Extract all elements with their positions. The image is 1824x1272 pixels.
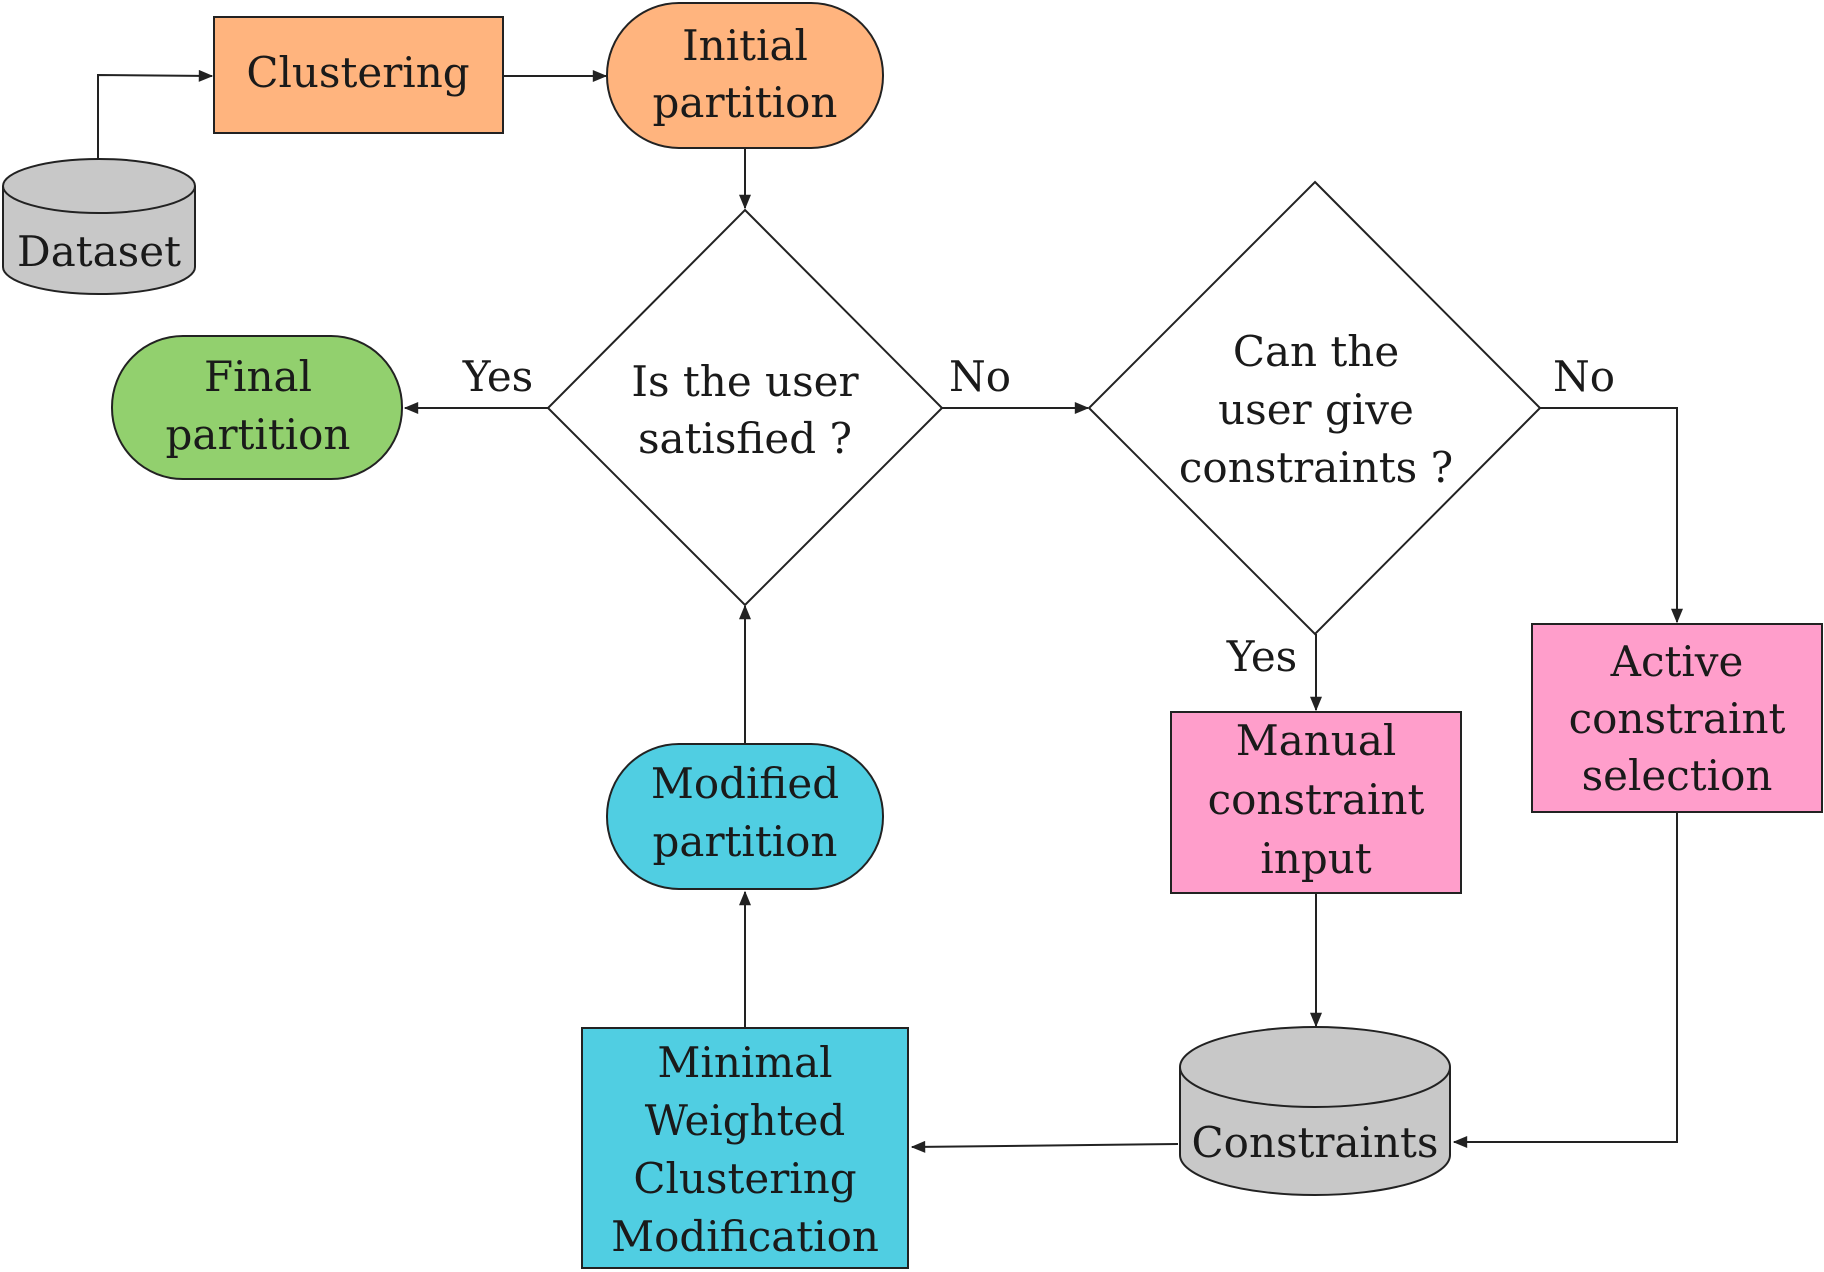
dataset-cylinder-top (2, 158, 196, 214)
mwcm-node: Minimal Weighted Clustering Modification (581, 1027, 909, 1269)
user-satisfied-node: Is the user satisfied ? (546, 208, 944, 607)
mwcm-label-line-3: Clustering (633, 1154, 856, 1203)
manual-input-label-line-3: input (1260, 834, 1371, 883)
mwcm-label-line-1: Minimal (657, 1038, 832, 1087)
mwcm-label-line-2: Weighted (645, 1096, 846, 1145)
modified-partition-label-line-1: Modified (651, 759, 839, 808)
constraints-node: Constraints (1179, 1026, 1451, 1196)
give-constraints-node: Can the user give constraints ? (1087, 180, 1542, 636)
final-partition-shape (111, 335, 403, 480)
edge-labels: Yes No No Yes (462, 352, 1615, 681)
final-partition-label-line-2: partition (166, 410, 351, 459)
manual-input-node: Manual constraint input (1170, 711, 1462, 894)
connectors (97, 69, 1683, 1153)
edge-label-constraints-yes: Yes (1226, 632, 1298, 681)
dataset-node: Dataset (2, 158, 196, 295)
manual-input-box (1170, 711, 1462, 894)
mwcm-label-line-4: Modification (611, 1212, 879, 1261)
clustering-label: Clustering (246, 48, 469, 97)
user-satisfied-label-line-2: satisfied ? (638, 414, 852, 463)
modified-partition-shape (606, 743, 884, 890)
edge-label-satisfied-yes: Yes (462, 352, 534, 401)
constraints-cylinder-top (1179, 1026, 1451, 1108)
initial-partition-label-line-1: Initial (682, 21, 808, 70)
give-constraints-diamond (1087, 180, 1542, 636)
dataset-label: Dataset (17, 227, 181, 276)
edge-constraints-to-mwcm (910, 1140, 1179, 1153)
edge-label-constraints-no: No (1553, 352, 1615, 401)
modified-partition-node: Modified partition (606, 743, 884, 890)
give-constraints-label-line-1: Can the (1233, 327, 1399, 376)
initial-partition-node: Initial partition (606, 2, 884, 149)
final-partition-label-line-1: Final (204, 352, 312, 401)
give-constraints-label-line-2: user give (1218, 385, 1414, 434)
edge-give-constraints-to-active (1540, 407, 1683, 624)
clustering-node: Clustering (213, 16, 504, 134)
active-selection-node: Active constraint selection (1531, 623, 1823, 813)
edge-label-satisfied-no: No (949, 352, 1011, 401)
user-satisfied-diamond (546, 208, 944, 607)
edge-active-to-constraints (1452, 812, 1678, 1148)
final-partition-node: Final partition (111, 335, 403, 480)
clustering-box (213, 16, 504, 134)
dataset-cylinder-body (2, 186, 196, 295)
give-constraints-label-line-3: constraints ? (1179, 443, 1453, 492)
initial-partition-shape (606, 2, 884, 149)
manual-input-label-line-1: Manual (1236, 716, 1397, 765)
initial-partition-label-line-2: partition (653, 78, 838, 127)
modified-partition-label-line-2: partition (653, 817, 838, 866)
mwcm-box (581, 1027, 909, 1269)
user-satisfied-label-line-1: Is the user (631, 357, 859, 406)
active-selection-label-line-3: selection (1582, 751, 1773, 800)
edge-dataset-to-clustering (97, 69, 214, 160)
active-selection-label-line-2: constraint (1569, 694, 1786, 743)
manual-input-label-line-2: constraint (1208, 775, 1425, 824)
active-selection-box (1531, 623, 1823, 813)
active-selection-label-line-1: Active (1610, 637, 1744, 686)
constraints-label: Constraints (1192, 1118, 1439, 1167)
